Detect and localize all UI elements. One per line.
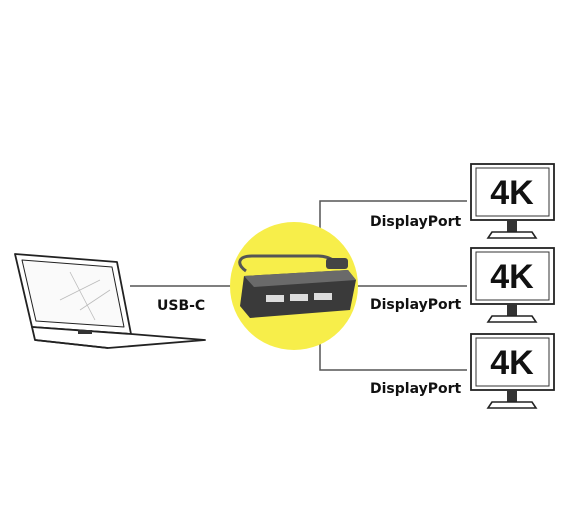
monitor-icon	[470, 163, 555, 239]
usb-port-2	[290, 294, 308, 301]
usb-port-1	[266, 295, 284, 302]
usb-c-label: USB-C	[157, 298, 205, 314]
monitor-1: 4K	[470, 163, 555, 239]
usb-port-3	[314, 293, 332, 300]
monitor-resolution-label: 4K	[490, 174, 534, 212]
usb-c-hub-icon	[238, 254, 356, 318]
displayport-label-1: DisplayPort	[370, 214, 461, 230]
laptop-icon	[14, 253, 206, 349]
monitor-3: 4K	[470, 333, 555, 409]
displayport-label-3: DisplayPort	[370, 381, 461, 397]
displayport-label-2: DisplayPort	[370, 297, 461, 313]
monitor-2: 4K	[470, 247, 555, 323]
monitor-resolution-label: 4K	[490, 258, 534, 296]
monitor-icon	[470, 333, 555, 409]
usb-c-plug	[326, 258, 348, 269]
monitor-icon	[470, 247, 555, 323]
monitor-resolution-label: 4K	[490, 344, 534, 382]
